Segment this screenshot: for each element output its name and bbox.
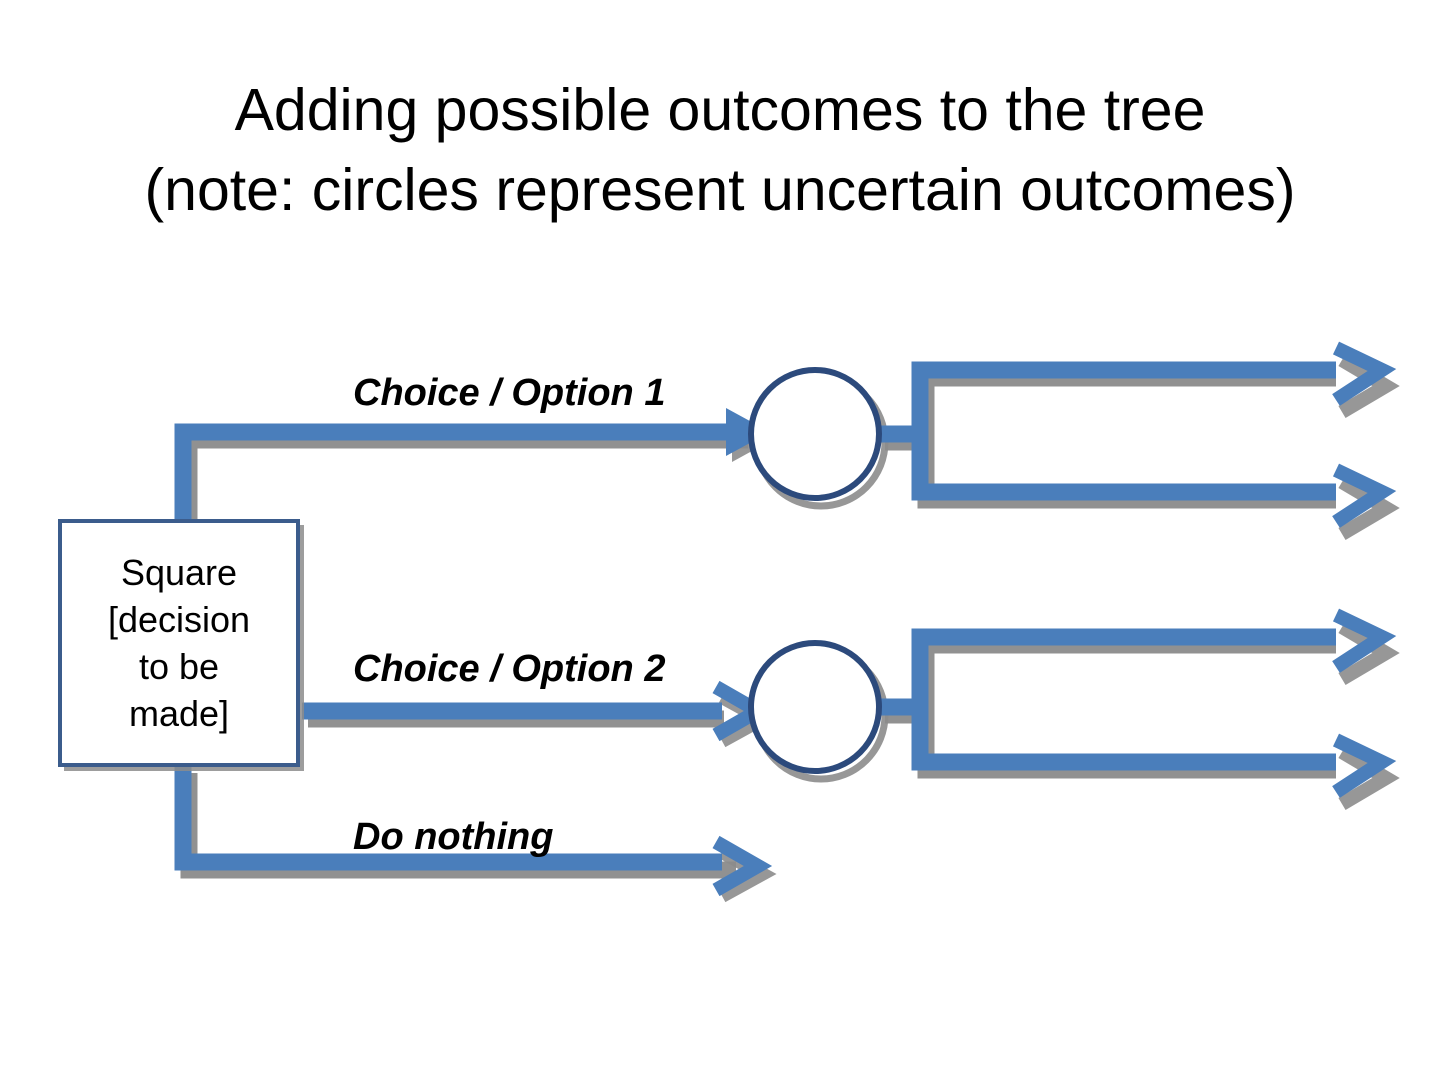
page-title-line-2: (note: circles represent uncertain outco…	[144, 157, 1296, 223]
page-title-line-1: Adding possible outcomes to the tree	[234, 77, 1206, 143]
connector-outcome-1b	[911, 434, 1336, 501]
arrowhead-do-nothing	[712, 835, 773, 897]
chance-node-1	[748, 367, 882, 501]
connector-outcome-2a	[879, 628, 1336, 716]
connector-layer	[174, 361, 1336, 871]
edge-label-option-2: Choice / Option 2	[353, 648, 666, 690]
connector-outcome-2b	[911, 707, 1336, 771]
chance-node-layer	[748, 367, 882, 774]
edge-label-option-1: Choice / Option 1	[353, 372, 666, 414]
arrowhead-outcome-2b	[1332, 733, 1397, 798]
page-title: Adding possible outcomes to the tree (no…	[0, 70, 1440, 230]
decision-node-box[interactable]: Square [decision to be made]	[58, 519, 300, 767]
arrowhead-outcome-1a	[1332, 341, 1397, 406]
arrowhead-outcome-1b	[1332, 463, 1397, 528]
chance-node-2	[748, 640, 882, 774]
edge-label-do-nothing: Do nothing	[353, 816, 554, 858]
arrowhead-outcome-2a	[1332, 608, 1397, 673]
connector-option-1	[174, 423, 735, 523]
connector-do-nothing	[174, 765, 722, 871]
connector-outcome-1a	[879, 361, 1336, 443]
decision-node-label: Square [decision to be made]	[107, 552, 251, 734]
arrowhead-option-1	[726, 408, 770, 456]
